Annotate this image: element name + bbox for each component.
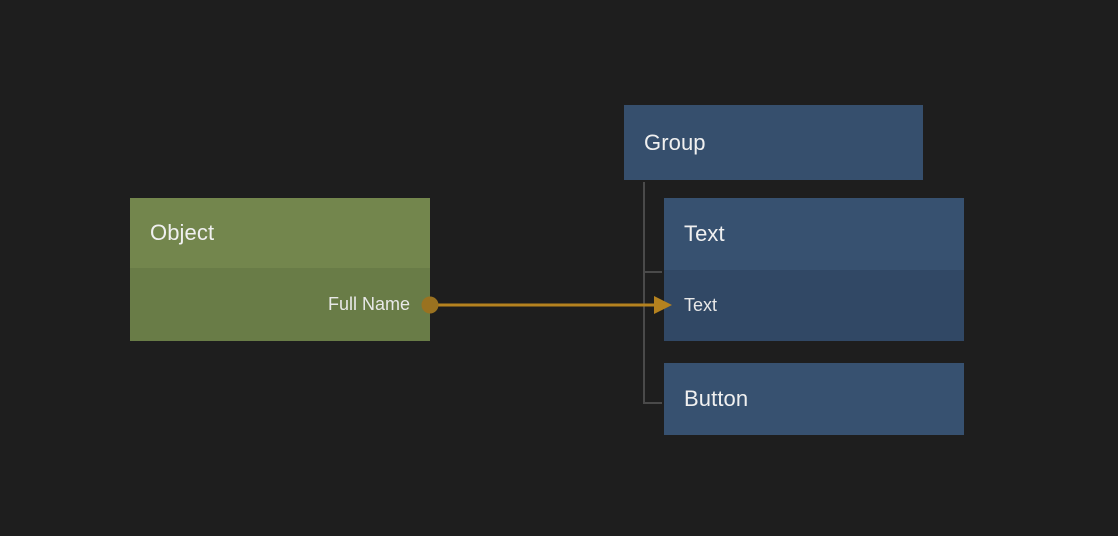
- node-object-row-label: Full Name: [327, 294, 410, 314]
- node-button[interactable]: Button: [664, 363, 964, 435]
- node-object-title: Object: [130, 198, 430, 268]
- tree-connector-branch-button: [643, 402, 662, 404]
- node-text-row-label: Text: [684, 295, 718, 315]
- node-group-title: Group: [624, 105, 923, 180]
- node-text[interactable]: Text Text: [664, 198, 964, 341]
- node-text-row-text[interactable]: Text: [664, 270, 964, 341]
- tree-connector-trunk: [643, 182, 645, 404]
- tree-connector-branch-text: [643, 271, 662, 273]
- node-group[interactable]: Group: [624, 105, 923, 180]
- node-object[interactable]: Object Full Name: [130, 198, 430, 341]
- node-text-title: Text: [664, 198, 964, 270]
- node-object-row-full-name[interactable]: Full Name: [130, 268, 430, 341]
- node-button-title: Button: [664, 363, 964, 435]
